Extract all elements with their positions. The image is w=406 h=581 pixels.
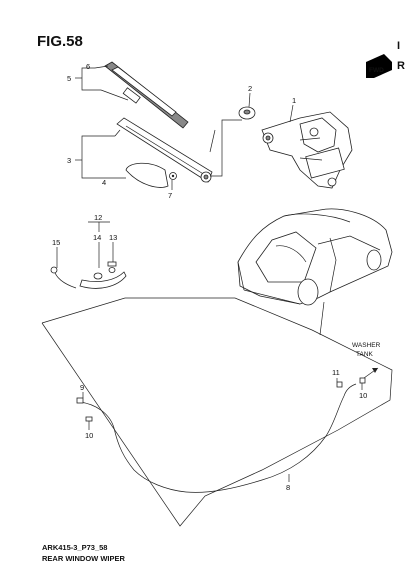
hose-joint-left (85, 416, 93, 430)
car-illustration (237, 208, 393, 306)
callout-4: 4 (102, 178, 106, 187)
motor-cap (238, 106, 256, 120)
footer-caption: REAR WINDOW WIPER (42, 554, 125, 563)
edge-label-top: I (397, 40, 401, 52)
callout-7: 7 (168, 191, 172, 200)
callout-15: 15 (52, 238, 60, 247)
callout-5: 5 (67, 74, 71, 83)
callout-2: 2 (248, 84, 252, 93)
footer-code: ARK415-3_P73_58 (42, 543, 108, 552)
hose-clip-left (76, 392, 84, 404)
washer-label: WASHER (352, 342, 381, 349)
wiper-motor (261, 111, 353, 189)
hose-clip-right (359, 377, 366, 390)
figure-title: FIG.58 (37, 33, 83, 50)
callout-11: 11 (332, 368, 340, 377)
fwd-label: FWD (369, 67, 384, 74)
edge-label-mid: R (397, 60, 405, 72)
washer-hose-short (50, 266, 77, 289)
callout-6: 6 (86, 62, 90, 71)
washer-tank-arrow-icon (363, 367, 379, 379)
callout-14: 14 (93, 233, 101, 242)
wiper-arm (116, 117, 213, 183)
washer-hose (79, 383, 357, 493)
washer-nozzle-bracket (79, 261, 127, 289)
callout-9: 9 (80, 383, 84, 392)
callout-8: 8 (286, 483, 290, 492)
callout-12: 12 (94, 213, 102, 222)
hose-routing-outline (41, 297, 393, 527)
callout-13: 13 (109, 233, 117, 242)
callout-10-left: 10 (85, 431, 93, 440)
fwd-arrow-icon: FWD (366, 54, 392, 78)
tank-label: TANK (356, 351, 374, 358)
wiper-nut (169, 172, 177, 180)
callout-1: 1 (292, 96, 296, 105)
callout-10-right: 10 (359, 391, 367, 400)
wiper-blade (104, 61, 189, 129)
hose-joint-right (336, 378, 343, 388)
callout-3: 3 (67, 156, 71, 165)
wiper-arm-cover (125, 162, 169, 188)
